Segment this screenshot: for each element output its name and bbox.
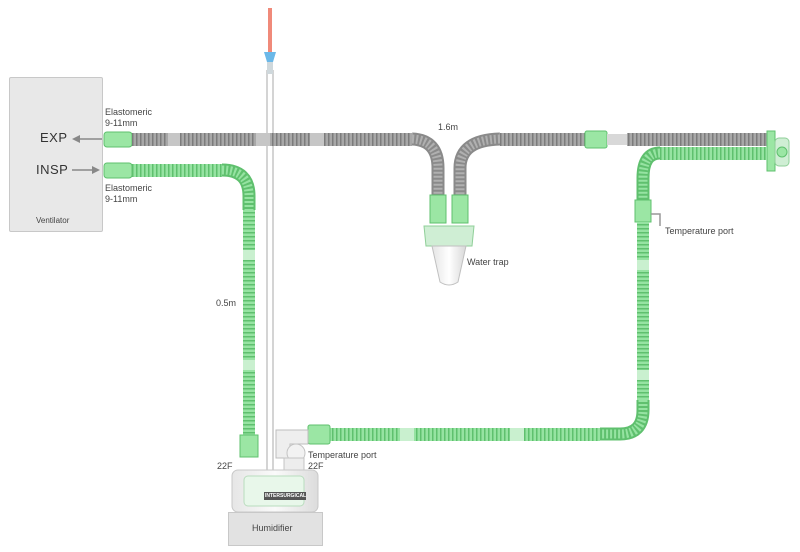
ventilator-box bbox=[9, 77, 103, 232]
wye-connector bbox=[766, 130, 790, 172]
length-inspiratory-label: 0.5m bbox=[216, 298, 237, 308]
feed-line-connector bbox=[264, 52, 276, 62]
elastomeric-top-line1: Elastomeric bbox=[105, 107, 153, 117]
temperature-port-elbow bbox=[275, 429, 309, 473]
inspiratory-limb-upper bbox=[307, 146, 767, 445]
feed-spike-tip bbox=[268, 8, 272, 52]
feed-line bbox=[264, 8, 276, 470]
insp-label: INSP bbox=[36, 162, 69, 177]
elastomeric-bottom-line1: Elastomeric bbox=[105, 183, 153, 193]
humidifier-label: Humidifier bbox=[252, 523, 293, 533]
brand-plate bbox=[264, 492, 306, 500]
temperature-port-bottom-label: Temperature port bbox=[308, 450, 377, 460]
size-bottom-label: 22F bbox=[308, 461, 324, 471]
water-trap bbox=[423, 194, 475, 286]
brand-label: INTERSURGICAL bbox=[265, 493, 307, 499]
exp-label: EXP bbox=[40, 130, 68, 145]
expiratory-limb bbox=[103, 130, 767, 195]
water-trap-label: Water trap bbox=[467, 257, 509, 267]
humidifier-chamber bbox=[231, 469, 319, 513]
length-expiratory-label: 1.6m bbox=[438, 122, 459, 132]
elastomeric-bottom-line2: 9-11mm bbox=[105, 194, 138, 204]
temperature-port-right-label: Temperature port bbox=[665, 226, 734, 236]
exp-arrow bbox=[72, 135, 102, 143]
insp-arrow bbox=[72, 166, 100, 174]
size-left-label: 22F bbox=[217, 461, 233, 471]
temperature-probe-right bbox=[651, 213, 661, 226]
inspiratory-limb-short bbox=[103, 162, 259, 458]
ventilator-label: Ventilator bbox=[36, 216, 70, 225]
elastomeric-top-line2: 9-11mm bbox=[105, 118, 138, 128]
